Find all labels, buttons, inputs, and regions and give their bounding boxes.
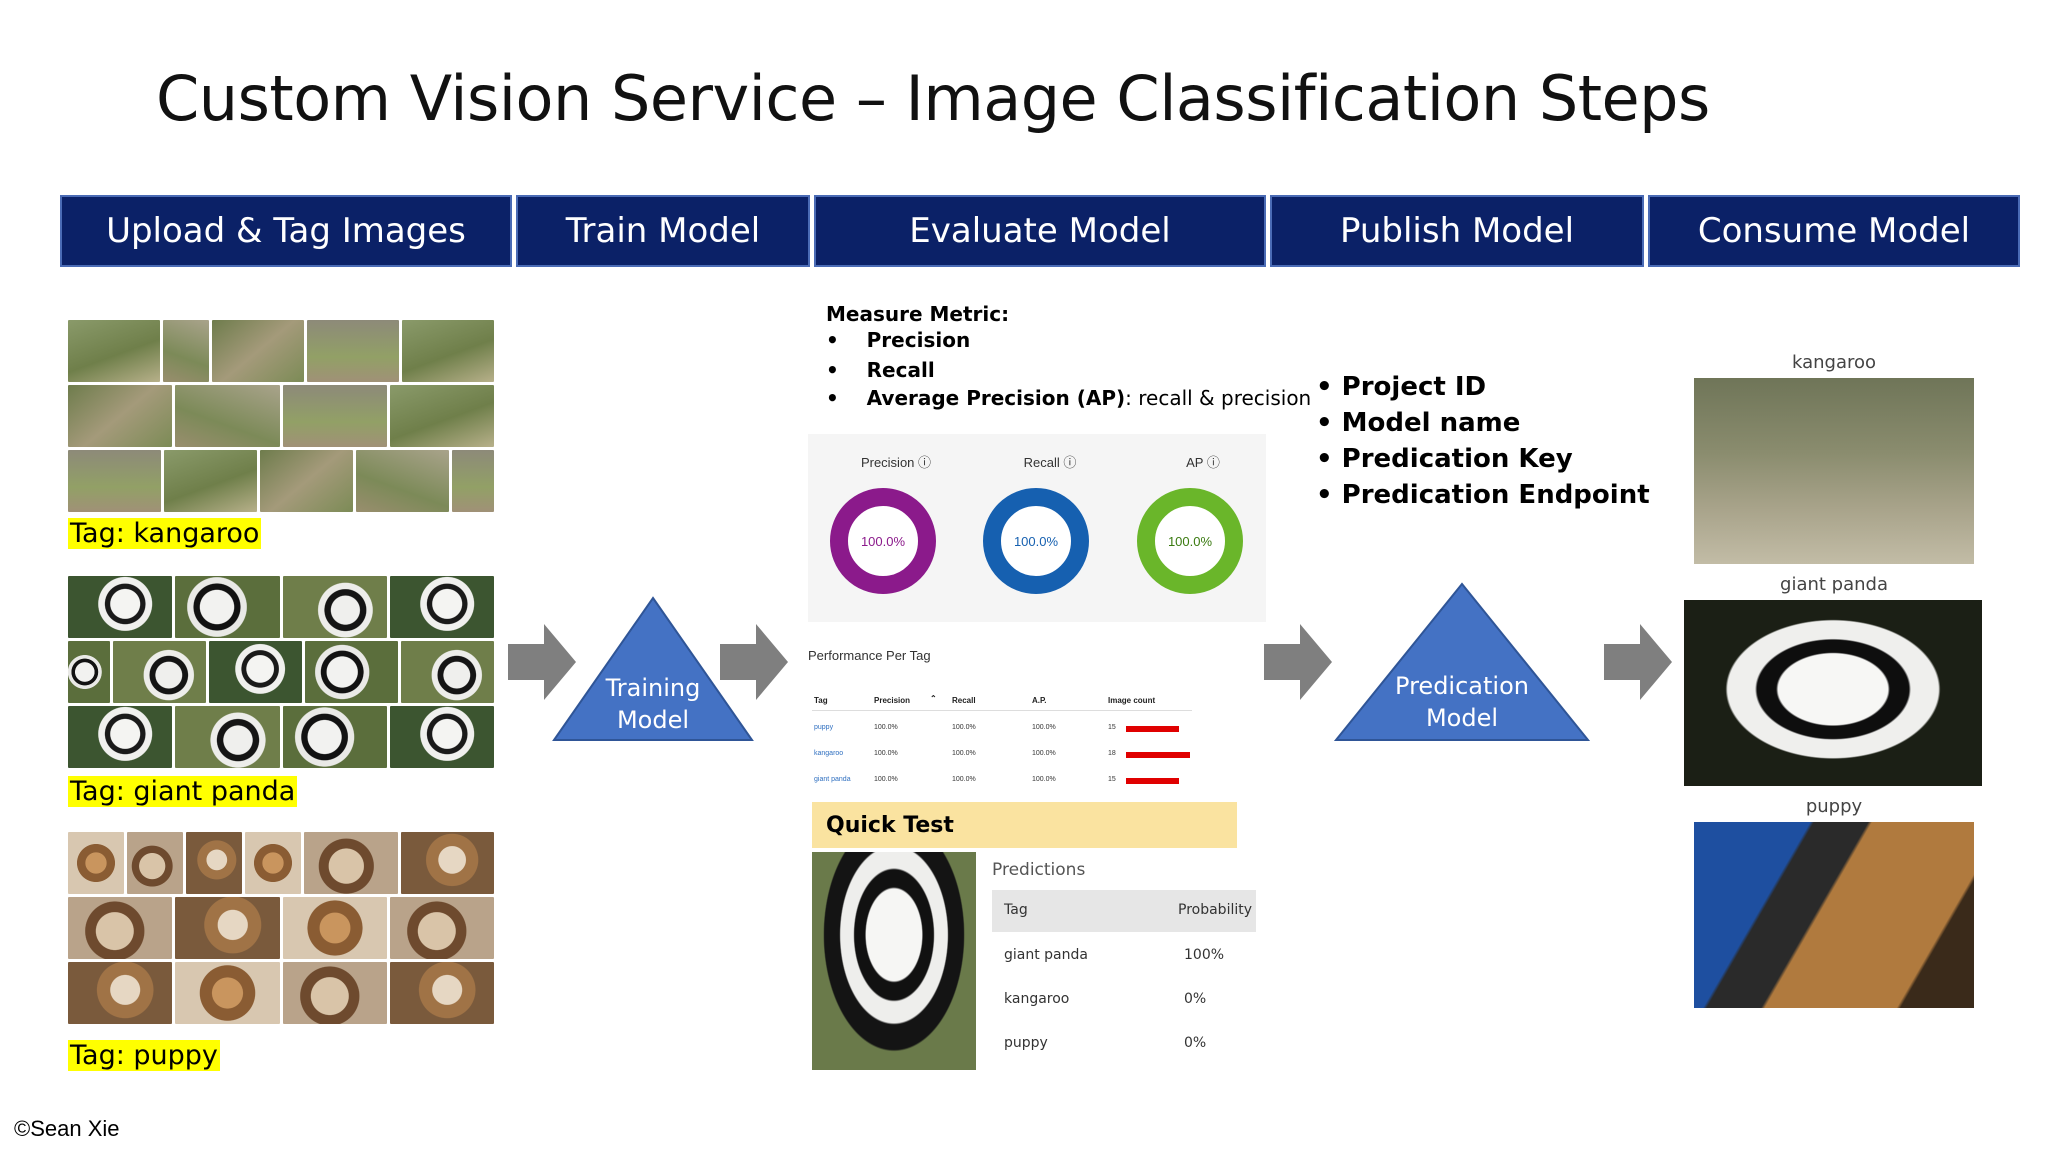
training-model-text: Training Model: [550, 672, 756, 736]
step-train: Train Model: [516, 195, 810, 267]
recall-value: 100.0%: [1013, 533, 1059, 549]
perf-cell-count: 15: [1108, 776, 1116, 783]
metric-item-ap: • Average Precision (AP): recall & preci…: [826, 386, 1312, 410]
measure-metric-heading: Measure Metric:: [826, 302, 1010, 326]
tag-puppy-label: Tag: puppy: [68, 1040, 220, 1071]
predictions-header-row: Tag Probability: [992, 890, 1256, 932]
metric-item-precision: • Precision: [826, 328, 971, 352]
slide-title: Custom Vision Service – Image Classifica…: [156, 62, 1710, 135]
metric-bold: Recall: [866, 358, 935, 382]
training-model-triangle: [552, 596, 754, 741]
image-count-bar: [1126, 726, 1179, 732]
image-count-bar: [1126, 752, 1190, 758]
precision-label: Precision ⓘ: [860, 455, 932, 470]
pred-col-probability: Probability: [1178, 902, 1253, 918]
info-icon: ⓘ: [1206, 455, 1220, 470]
step-label: Evaluate Model: [909, 211, 1171, 251]
consume-image-panda: [1684, 600, 1982, 786]
triangle-line: Training: [605, 674, 701, 702]
panda-image-grid: [68, 576, 494, 768]
precision-ring: 100.0%: [830, 488, 936, 594]
perf-cell-ap: 100.0%: [1032, 724, 1056, 731]
arrow-3-icon: [1264, 624, 1332, 700]
image-count-bar: [1126, 778, 1179, 784]
perf-cell-tag[interactable]: puppy: [814, 724, 834, 731]
ap-value: 100.0%: [1167, 533, 1213, 549]
metric-bold: Average Precision (AP): [866, 386, 1126, 410]
ap-ring: 100.0%: [1137, 488, 1243, 594]
step-upload-tag: Upload & Tag Images: [60, 195, 512, 267]
predictions-label: Predictions: [992, 860, 1086, 880]
publish-item: • Project ID: [1316, 372, 1487, 402]
perf-cell-count: 18: [1108, 750, 1116, 757]
pred-col-tag: Tag: [1004, 902, 1028, 918]
arrow-4-icon: [1604, 624, 1672, 700]
pred-row-prob: 100%: [1184, 947, 1225, 963]
consume-image-kangaroo: [1694, 378, 1974, 564]
pred-row-prob: 0%: [1184, 1035, 1207, 1051]
perf-cell-recall: 100.0%: [952, 776, 976, 783]
col-precision: Precision: [874, 696, 911, 705]
step-consume: Consume Model: [1648, 195, 2020, 267]
consume-label-panda: giant panda: [1780, 574, 1888, 595]
step-label: Upload & Tag Images: [106, 211, 466, 251]
step-label: Train Model: [565, 211, 761, 251]
recall-ring: 100.0%: [983, 488, 1089, 594]
performance-table: Tag Precision ⌃ Recall A.P. Image count …: [812, 692, 1232, 792]
step-label: Consume Model: [1697, 211, 1971, 251]
col-recall: Recall: [952, 696, 976, 705]
triangle-line: Model: [1425, 704, 1499, 732]
ap-label: AP ⓘ: [1186, 455, 1220, 470]
recall-label: Recall ⓘ: [1023, 455, 1077, 470]
perf-cell-tag[interactable]: giant panda: [814, 776, 851, 783]
metric-bold: Precision: [866, 328, 971, 352]
metric-item-recall: • Recall: [826, 358, 935, 382]
perf-cell-tag[interactable]: kangaroo: [814, 750, 844, 757]
tag-giant-panda-label: Tag: giant panda: [68, 776, 298, 807]
kangaroo-image-grid: [68, 320, 494, 512]
sort-up-icon[interactable]: ⌃: [930, 694, 937, 703]
quick-test-header: Quick Test: [812, 802, 1237, 848]
tag-kangaroo-label: Tag: kangaroo: [68, 518, 262, 549]
prediction-model-text: Predication Model: [1332, 670, 1592, 734]
publish-item: • Predication Key: [1316, 444, 1573, 474]
triangle-line: Predication: [1395, 672, 1529, 700]
perf-cell-ap: 100.0%: [1032, 776, 1056, 783]
info-icon: ⓘ: [1063, 455, 1077, 470]
col-tag: Tag: [814, 696, 828, 705]
consume-image-puppy: [1694, 822, 1974, 1008]
info-icon: ⓘ: [918, 455, 932, 470]
step-publish: Publish Model: [1270, 195, 1644, 267]
metrics-panel: Precision ⓘ Recall ⓘ AP ⓘ 100.0% 100.0% …: [808, 434, 1266, 622]
quick-test-image: [812, 852, 976, 1070]
pred-row-tag: giant panda: [1004, 947, 1088, 963]
arrow-2-icon: [720, 624, 788, 700]
consume-label-puppy: puppy: [1805, 796, 1863, 817]
copyright-text: ©Sean Xie: [14, 1116, 120, 1141]
step-label: Publish Model: [1339, 211, 1575, 251]
performance-heading: Performance Per Tag: [808, 648, 931, 663]
puppy-image-grid: [68, 832, 494, 1024]
col-image-count: Image count: [1108, 696, 1156, 705]
perf-cell-precision: 100.0%: [874, 750, 898, 757]
col-ap: A.P.: [1032, 696, 1047, 705]
precision-value: 100.0%: [860, 533, 906, 549]
pred-row-tag: puppy: [1004, 1035, 1048, 1051]
consume-label-kangaroo: kangaroo: [1791, 352, 1877, 373]
publish-item: • Predication Endpoint: [1316, 480, 1650, 510]
perf-cell-recall: 100.0%: [952, 724, 976, 731]
perf-cell-recall: 100.0%: [952, 750, 976, 757]
metric-rest: : recall & precision: [1125, 386, 1312, 410]
arrow-1-icon: [508, 624, 576, 700]
publish-item: • Model name: [1316, 408, 1521, 438]
prediction-model-triangle: [1333, 582, 1591, 741]
perf-cell-count: 15: [1108, 724, 1116, 731]
perf-cell-precision: 100.0%: [874, 724, 898, 731]
perf-cell-ap: 100.0%: [1032, 750, 1056, 757]
step-evaluate: Evaluate Model: [814, 195, 1266, 267]
pred-row-prob: 0%: [1184, 991, 1207, 1007]
pred-row-tag: kangaroo: [1004, 991, 1070, 1007]
triangle-line: Model: [616, 706, 690, 734]
perf-cell-precision: 100.0%: [874, 776, 898, 783]
